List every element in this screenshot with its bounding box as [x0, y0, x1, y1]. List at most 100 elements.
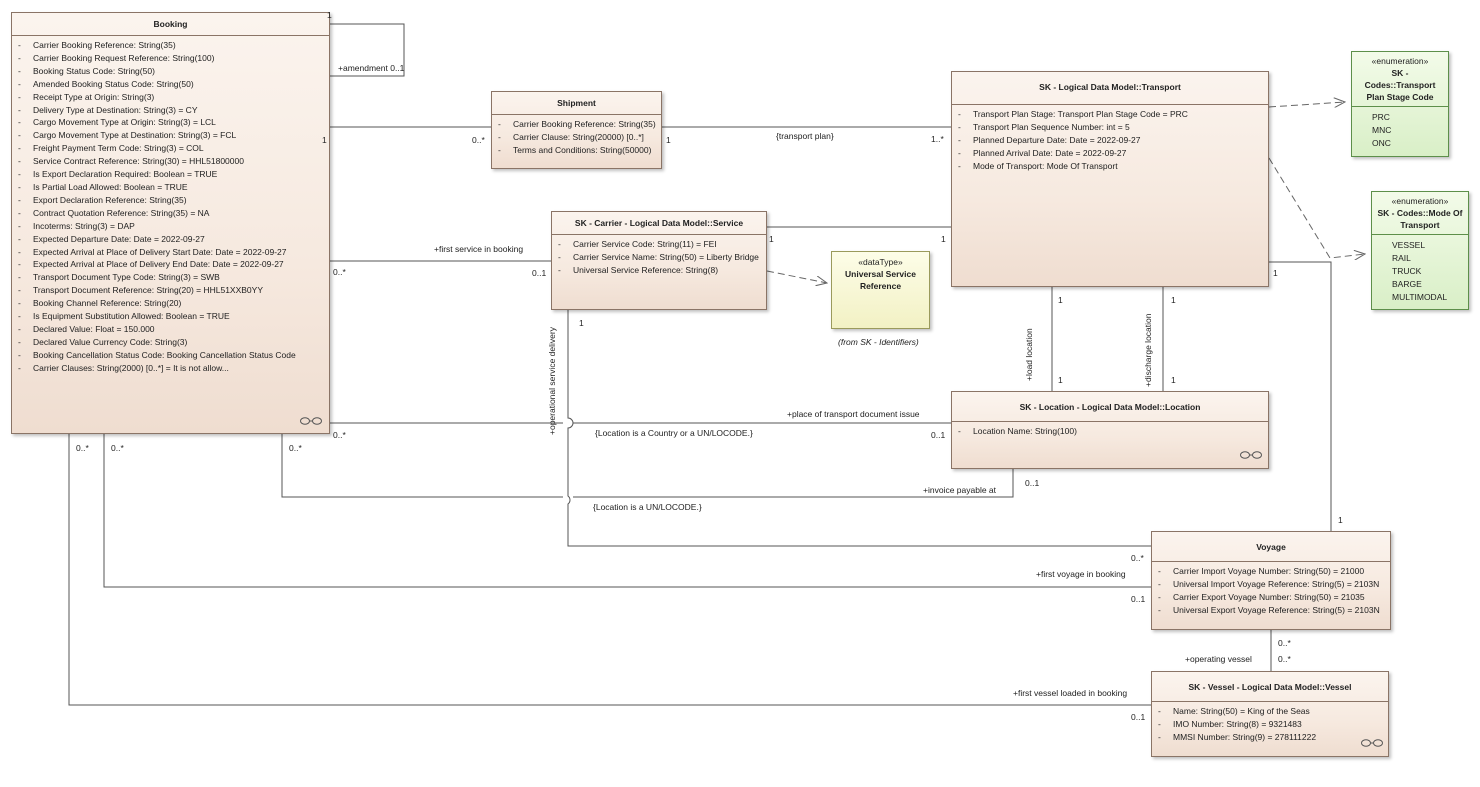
usr-stereotype: «dataType»: [858, 257, 903, 267]
operational-service-role: +operational service delivery: [547, 327, 557, 435]
attribute: -IMO Number: String(8) = 9321483: [1158, 718, 1382, 731]
transport-voyage-mult-voyage: 1: [1338, 515, 1343, 525]
operational-service-association[interactable]: [567, 310, 1151, 547]
visibility-marker: -: [958, 147, 961, 158]
visibility-marker: -: [18, 40, 21, 50]
place-of-issue-mult-booking: 0..*: [333, 430, 346, 440]
booking-class-name: Booking: [12, 13, 329, 36]
visibility-marker: -: [558, 264, 561, 275]
first-service-mult-service: 0..1: [532, 268, 547, 278]
attribute-text: Booking Status Code: String(50): [33, 65, 155, 76]
plan-stage-name-line1: SK - Codes::Transport: [1364, 68, 1436, 90]
visibility-marker: -: [18, 78, 21, 89]
visibility-marker: -: [18, 285, 21, 296]
visibility-marker: -: [558, 251, 561, 262]
attribute: -Planned Departure Date: Date = 2022-09-…: [958, 134, 1262, 147]
voyage-class[interactable]: Voyage - Carrier Import Voyage Number: St…: [1151, 531, 1391, 630]
first-voyage-mult-booking: 0..*: [111, 443, 124, 453]
visibility-marker: -: [18, 143, 21, 154]
attribute-text: Expected Arrival at Place of Delivery En…: [33, 259, 284, 270]
universal-service-reference-datatype[interactable]: «dataType» Universal Service Reference: [831, 251, 930, 329]
visibility-marker: -: [1158, 731, 1161, 742]
first-voyage-role: +first voyage in booking: [1036, 569, 1126, 579]
transport-class[interactable]: SK - Logical Data Model::Transport -Tran…: [951, 71, 1269, 287]
mode-of-transport-enum[interactable]: «enumeration» SK - Codes::Mode Of Transp…: [1371, 191, 1469, 310]
plan-mult-shipment: 1: [666, 135, 671, 145]
visibility-marker: -: [18, 336, 21, 347]
attribute: MULTIMODAL: [1392, 291, 1460, 304]
attribute-text: MMSI Number: String(9) = 278111222: [1173, 731, 1317, 742]
attribute-text: IMO Number: String(8) = 9321483: [1173, 718, 1302, 729]
visibility-marker: -: [18, 169, 21, 180]
discharge-location-mult-top: 1: [1171, 295, 1176, 305]
shipment-class[interactable]: Shipment -Carrier Booking Reference: Str…: [491, 91, 662, 169]
visibility-marker: -: [958, 160, 961, 171]
attribute: -Receipt Type at Origin: String(3): [18, 91, 323, 104]
attribute: -Name: String(50) = King of the Seas: [1158, 705, 1382, 718]
visibility-marker: -: [1158, 591, 1161, 602]
location-class[interactable]: SK - Location - Logical Data Model::Loca…: [951, 391, 1269, 469]
booking-class[interactable]: Booking - Carrier Booking Reference: Stri…: [11, 12, 330, 434]
attribute-text: Booking Cancellation Status Code: Bookin…: [33, 349, 296, 360]
attribute: -Transport Document Reference: String(20…: [18, 284, 323, 297]
transport-attributes: - Transport Plan Stage: Transport Plan St…: [952, 105, 1268, 176]
invoice-payable-association[interactable]: [281, 434, 1014, 498]
operating-vessel-role: +operating vessel: [1185, 654, 1252, 664]
amendment-multiplicity: 1: [327, 10, 332, 20]
first-voyage-mult-voyage: 0..1: [1131, 594, 1146, 604]
operating-vessel-mult-vessel: 0..*: [1278, 654, 1291, 664]
attribute: -Carrier Clauses: String(2000) [0..*] = …: [18, 362, 323, 375]
first-voyage-association[interactable]: [103, 434, 1151, 588]
attribute: -Expected Arrival at Place of Delivery S…: [18, 246, 323, 259]
attribute: VESSEL: [1392, 239, 1460, 252]
attribute-text: Cargo Movement Type at Destination: Stri…: [33, 130, 237, 141]
attribute-text: Name: String(50) = King of the Seas: [1173, 706, 1310, 716]
attribute: TRUCK: [1392, 265, 1460, 278]
load-location-mult-top: 1: [1058, 295, 1063, 305]
attribute-text: Carrier Booking Request Reference: Strin…: [33, 52, 215, 63]
plan-stage-dependency[interactable]: [1268, 102, 1345, 107]
first-vessel-association[interactable]: [68, 434, 1151, 706]
transport-plan-stage-code-enum[interactable]: «enumeration» SK - Codes::Transport Plan…: [1351, 51, 1449, 157]
attribute: - Is Export Declaration Required: Boolean…: [18, 168, 323, 181]
attribute-text: Planned Arrival Date: Date = 2022-09-27: [973, 147, 1127, 158]
attribute: - Service Contract Reference: String(30) …: [18, 155, 323, 168]
enum-literal: RAIL: [1392, 252, 1411, 263]
place-of-issue-constraint: {Location is a Country or a UN/LOCODE.}: [595, 428, 753, 438]
attribute: -Carrier Booking Request Reference: Stri…: [18, 52, 323, 65]
attribute-text: Terms and Conditions: String(50000): [513, 144, 652, 155]
attribute-text: Service Contract Reference: String(30) =…: [33, 156, 244, 167]
service-class[interactable]: SK - Carrier - Logical Data Model::Servi…: [551, 211, 767, 310]
transport-voyage-association[interactable]: [1269, 261, 1332, 531]
attribute: - Transport Plan Stage: Transport Plan St…: [958, 108, 1262, 121]
attribute: -Carrier Export Voyage Number: String(50…: [1158, 591, 1384, 604]
attribute-text: Transport Plan Stage: Transport Plan Sta…: [973, 109, 1188, 119]
enum-literal: TRUCK: [1392, 265, 1422, 276]
attribute-text: Is Export Declaration Required: Boolean …: [33, 169, 218, 180]
booking-shipment-mult-shipment: 0..*: [472, 135, 485, 145]
visibility-marker: -: [1158, 566, 1161, 576]
attribute: -Carrier Clause: String(20000) [0..*]: [498, 131, 655, 144]
operational-service-mult: 1: [579, 318, 584, 328]
visibility-marker: -: [958, 109, 961, 119]
amendment-association[interactable]: [330, 23, 405, 77]
usr-header: «dataType» Universal Service Reference: [832, 252, 929, 296]
visibility-marker: -: [18, 156, 21, 167]
mode-dependency[interactable]: [1268, 157, 1365, 258]
visibility-marker: -: [558, 239, 561, 249]
visibility-marker: -: [18, 246, 21, 257]
vessel-class[interactable]: SK - Vessel - Logical Data Model::Vessel…: [1151, 671, 1389, 757]
visibility-marker: -: [18, 272, 21, 283]
attribute-text: Carrier Booking Reference: String(35): [33, 40, 176, 50]
attribute: -Universal Import Voyage Reference: Stri…: [1158, 578, 1384, 591]
usr-name-line1: Universal Service: [845, 269, 916, 279]
invoice-payable-mult: 0..1: [1025, 478, 1040, 488]
usr-name-line2: Reference: [859, 281, 902, 291]
visibility-marker: -: [18, 349, 21, 360]
usr-from-note: (from SK - Identifiers): [838, 337, 919, 347]
place-of-issue-role: +place of transport document issue: [787, 409, 920, 419]
usr-dependency[interactable]: [766, 270, 827, 283]
voyage-class-name: Voyage: [1152, 532, 1390, 562]
attribute-text: Carrier Import Voyage Number: String(50)…: [1173, 566, 1365, 576]
